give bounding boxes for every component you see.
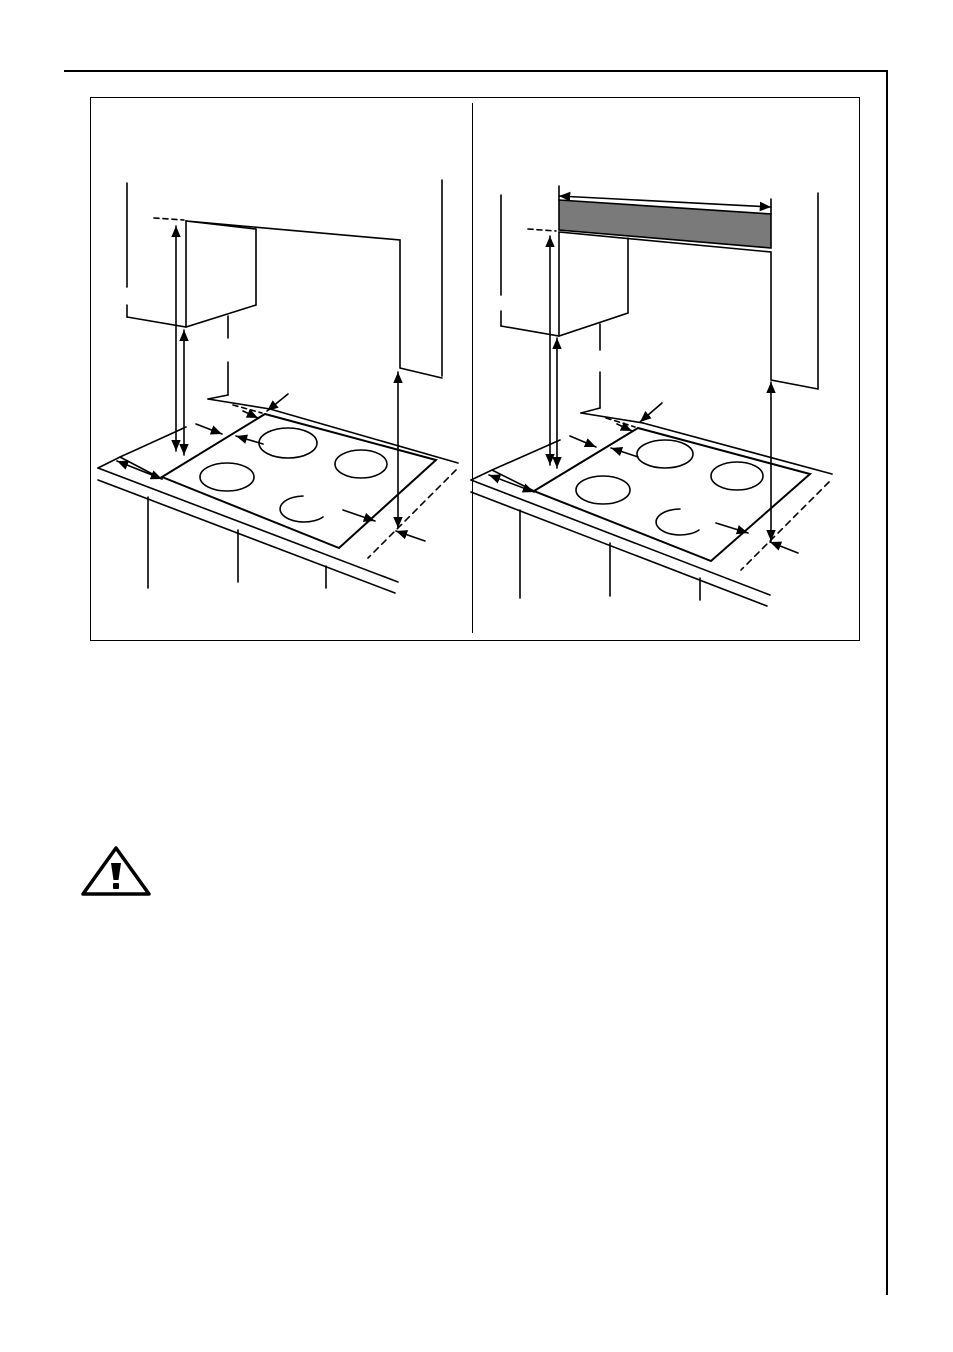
installation-diagram	[0, 0, 953, 700]
hob-zone	[576, 476, 630, 504]
hood-front	[501, 238, 628, 336]
hob-zone	[335, 450, 387, 478]
warning-triangle-icon	[80, 845, 152, 897]
worktop-back	[208, 395, 228, 399]
hood-front	[127, 229, 256, 327]
hood-body	[186, 221, 442, 378]
worktop-back	[208, 399, 270, 409]
hob-outline	[162, 414, 436, 548]
hob-zone	[280, 496, 323, 522]
hood-top	[186, 221, 256, 229]
worktop-back	[270, 409, 458, 463]
hob-zone	[200, 463, 254, 491]
ref-line	[154, 218, 184, 220]
left-panel	[98, 180, 458, 593]
hob-zone	[637, 440, 693, 468]
hood-body	[559, 232, 818, 389]
hood-extension	[559, 200, 771, 248]
right-panel	[471, 186, 832, 606]
hob-zone	[656, 509, 699, 535]
hob-outline	[534, 428, 810, 561]
hob-zone	[711, 462, 763, 490]
hob-zone	[259, 428, 317, 458]
